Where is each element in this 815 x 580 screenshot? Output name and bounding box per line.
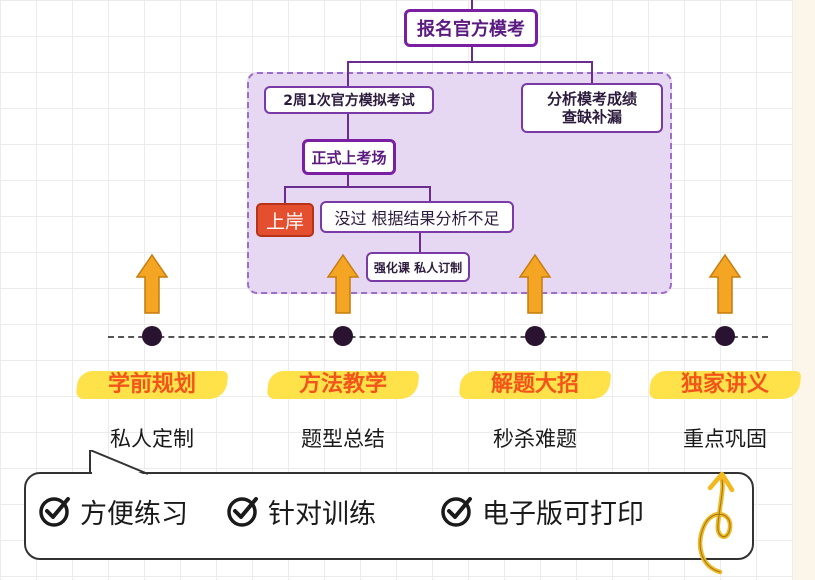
- feature-targeted-training: 针对训练: [226, 489, 376, 533]
- up-arrow-icon: [326, 253, 360, 314]
- flow-node-analyze-results: 分析模考成绩查缺补漏: [521, 83, 663, 133]
- stage-title-4: 独家讲义: [648, 365, 802, 405]
- up-arrow-icon: [518, 253, 552, 314]
- check-circle-icon: [227, 497, 258, 527]
- stage-subtitle-2: 题型总结: [301, 427, 385, 451]
- timeline-line: [108, 336, 768, 338]
- stage-title-1: 学前规划: [75, 365, 229, 405]
- stage-title-2: 方法教学: [266, 365, 420, 405]
- check-circle-icon: [39, 497, 70, 527]
- feature-label: 方便练习: [80, 498, 188, 530]
- timeline-dot: [525, 326, 545, 346]
- flow-node-biweekly-mock: 2周1次官方模拟考试: [264, 86, 434, 114]
- up-arrow-icon: [135, 253, 169, 314]
- stage-subtitle-4: 重点巩固: [683, 427, 767, 451]
- stage-title-3: 解题大招: [458, 365, 612, 405]
- features-callout: [24, 472, 754, 560]
- timeline-dot: [142, 326, 162, 346]
- feature-easy-practice: 方便练习: [38, 489, 188, 533]
- feature-label: 针对训练: [268, 498, 376, 530]
- flow-node-real-exam: 正式上考场: [302, 139, 396, 175]
- right-edge-strip: [793, 0, 815, 580]
- flow-node-register-mock: 报名官方模考: [404, 9, 538, 47]
- up-arrow-icon: [708, 253, 742, 314]
- stage-subtitle-3: 秒杀难题: [493, 427, 577, 451]
- feature-printable: 电子版可打印: [440, 489, 644, 533]
- check-circle-icon: [441, 497, 472, 527]
- flow-node-fail-analyze: 没过 根据结果分析不足: [320, 201, 514, 233]
- feature-label: 电子版可打印: [482, 498, 644, 530]
- flow-node-custom-course: 强化课 私人订制: [366, 252, 470, 282]
- timeline-dot: [333, 326, 353, 346]
- curl-arrow-icon: [698, 471, 735, 575]
- flow-node-pass: 上岸: [256, 203, 314, 237]
- timeline-dot: [715, 326, 735, 346]
- callout-tail: [89, 450, 149, 475]
- stage-subtitle-1: 私人定制: [110, 427, 194, 451]
